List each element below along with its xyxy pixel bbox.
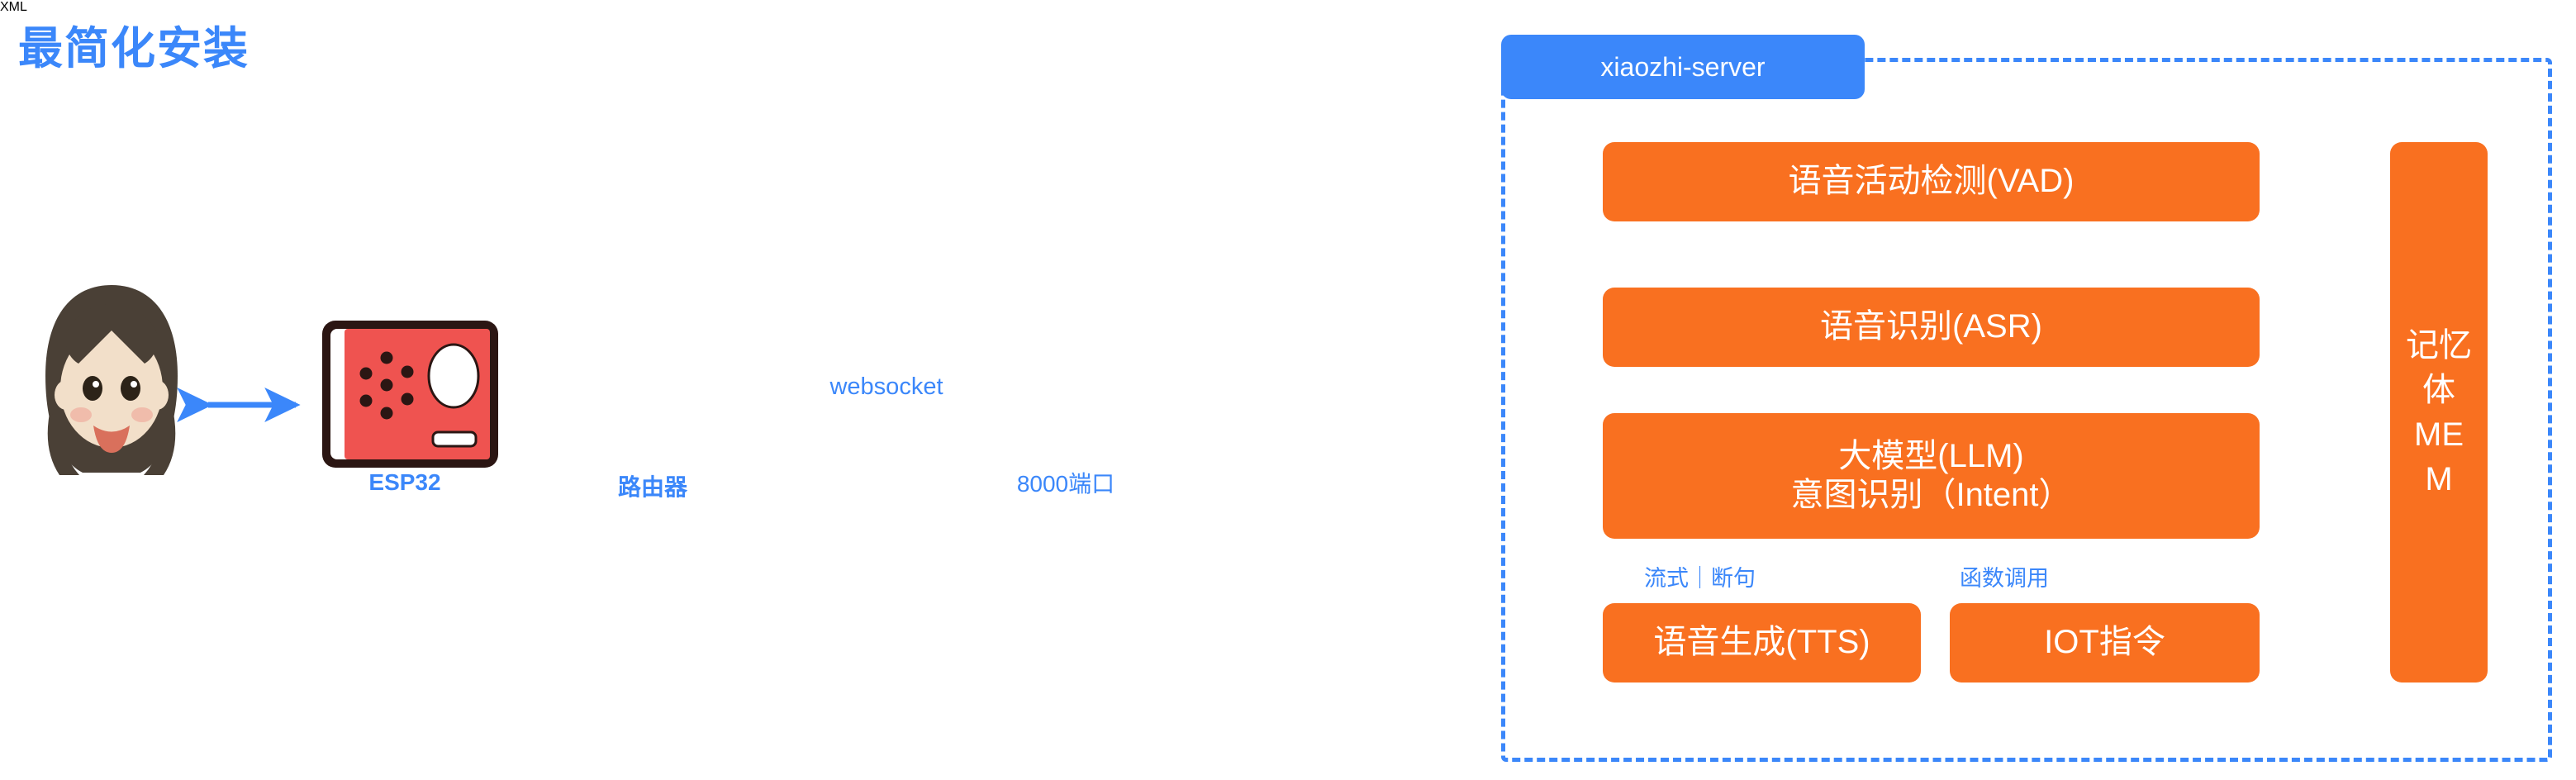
edge-vad-asr: XML ESP32 路由器 websocket 8000端口 xiaozhi-s… bbox=[0, 0, 2552, 762]
page-title: 最简化安装 bbox=[18, 24, 250, 74]
edge-label-function-call: 函数调用 bbox=[1960, 566, 2049, 591]
xiaozhi-server-boundary bbox=[1501, 58, 2552, 762]
memory-line-2: 体 bbox=[2422, 372, 2455, 408]
websocket-label: websocket bbox=[829, 373, 943, 400]
edge-label-stream: 流式｜断句 bbox=[1644, 566, 1756, 591]
pipeline-box-asr[interactable]: 语音识别(ASR) bbox=[1603, 288, 2260, 367]
memory-line-1: 记忆 bbox=[2406, 327, 2472, 364]
xiaozhi-server-tag: xiaozhi-server bbox=[1501, 35, 1865, 99]
edge-iot-computer: XML ESP32 路由器 websocket 8000端口 xiaozhi-s… bbox=[0, 0, 2552, 762]
edge-llm-tts: XML ESP32 路由器 websocket 8000端口 xiaozhi-s… bbox=[0, 0, 2552, 762]
pipeline-box-tts[interactable]: 语音生成(TTS) bbox=[1603, 603, 1921, 682]
edge-asr-llm: XML ESP32 路由器 websocket 8000端口 xiaozhi-s… bbox=[0, 0, 2552, 762]
edge-llm-tts-arrow: XML ESP32 路由器 websocket 8000端口 xiaozhi-s… bbox=[0, 0, 2552, 762]
edge-tts-computer: XML ESP32 路由器 websocket 8000端口 xiaozhi-s… bbox=[0, 0, 2552, 762]
server-host-label: 8000端口 bbox=[1016, 471, 1115, 497]
pipeline-box-llm[interactable]: 大模型(LLM) 意图识别（Intent） bbox=[1603, 413, 2260, 539]
pipeline-box-llm-line2: 意图识别（Intent） bbox=[1790, 477, 2072, 513]
memory-line-3: ME bbox=[2414, 416, 2464, 453]
edge-llm-iot-arrow: XML ESP32 路由器 websocket 8000端口 xiaozhi-s… bbox=[0, 0, 2552, 762]
pipeline-box-vad[interactable]: 语音活动检测(VAD) bbox=[1603, 142, 2260, 221]
router-label: 路由器 bbox=[617, 474, 687, 500]
edge-computer-vad: XML ESP32 路由器 websocket 8000端口 xiaozhi-s… bbox=[0, 0, 2552, 762]
xml-file-icon: XML bbox=[0, 0, 27, 14]
edge-llm-iot: XML ESP32 路由器 websocket 8000端口 xiaozhi-s… bbox=[0, 0, 2552, 762]
esp32-label: ESP32 bbox=[368, 469, 441, 495]
esp32-device-icon bbox=[322, 321, 498, 468]
memory-box[interactable]: 记忆 体 ME M bbox=[2390, 142, 2488, 682]
person-face-icon bbox=[45, 285, 178, 475]
memory-line-4: M bbox=[2425, 461, 2453, 497]
pipeline-box-iot[interactable]: IOT指令 bbox=[1950, 603, 2260, 682]
pipeline-box-llm-line1: 大模型(LLM) bbox=[1838, 437, 2024, 474]
